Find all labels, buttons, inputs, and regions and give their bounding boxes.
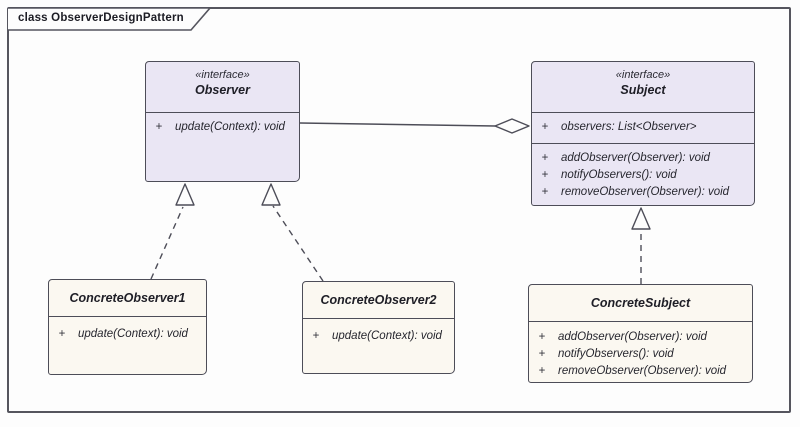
method-row: + update(Context): void bbox=[153, 119, 295, 136]
method-signature: notifyObservers(): void bbox=[558, 348, 674, 360]
class-name-concrete-observer1: ConcreteObserver1 bbox=[69, 291, 186, 305]
method-signature: update(Context): void bbox=[175, 121, 285, 133]
method-row: + notifyObservers(): void bbox=[536, 346, 748, 363]
methods-compartment: + update(Context): void bbox=[146, 113, 299, 136]
class-box-concrete-observer2: ConcreteObserver2 + update(Context): voi… bbox=[302, 281, 455, 374]
methods-compartment: + addObserver(Observer): void + notifyOb… bbox=[532, 144, 754, 201]
visibility-marker: + bbox=[538, 348, 546, 360]
methods-compartment: + addObserver(Observer): void + notifyOb… bbox=[529, 322, 752, 380]
class-box-observer: «interface» Observer + update(Context): … bbox=[145, 61, 300, 182]
method-row: + update(Context): void bbox=[310, 328, 450, 345]
visibility-marker: + bbox=[58, 328, 66, 340]
method-row: + removeObserver(Observer): void bbox=[539, 184, 750, 201]
method-signature: removeObserver(Observer): void bbox=[558, 365, 727, 377]
attribute-signature: observers: List<Observer> bbox=[561, 121, 697, 133]
stereotype-label: «interface» bbox=[195, 69, 250, 81]
method-row: + removeObserver(Observer): void bbox=[536, 363, 748, 380]
class-name-concrete-subject: ConcreteSubject bbox=[590, 296, 691, 310]
frame-title: class ObserverDesignPattern bbox=[18, 12, 184, 24]
visibility-marker: + bbox=[155, 121, 163, 133]
attributes-compartment: + observers: List<Observer> bbox=[532, 113, 754, 144]
class-name-observer: Observer bbox=[195, 83, 250, 97]
visibility-marker: + bbox=[538, 331, 546, 343]
class-box-concrete-observer1: ConcreteObserver1 + update(Context): voi… bbox=[48, 279, 207, 375]
method-signature: addObserver(Observer): void bbox=[561, 152, 710, 164]
method-signature: update(Context): void bbox=[332, 330, 442, 342]
methods-compartment: + update(Context): void bbox=[303, 319, 454, 345]
diagram-frame bbox=[7, 7, 791, 413]
class-box-subject: «interface» Subject + observers: List<Ob… bbox=[531, 61, 755, 206]
class-name-subject: Subject bbox=[620, 83, 666, 97]
class-header-subject: «interface» Subject bbox=[532, 62, 754, 113]
attribute-row: + observers: List<Observer> bbox=[539, 119, 750, 136]
visibility-marker: + bbox=[541, 121, 549, 133]
method-signature: addObserver(Observer): void bbox=[558, 331, 707, 343]
class-header-concrete-subject: ConcreteSubject bbox=[529, 285, 752, 322]
visibility-marker: + bbox=[538, 365, 546, 377]
visibility-marker: + bbox=[541, 186, 549, 198]
class-box-concrete-subject: ConcreteSubject + addObserver(Observer):… bbox=[528, 284, 753, 383]
stereotype-label: «interface» bbox=[615, 69, 671, 81]
method-row: + addObserver(Observer): void bbox=[539, 150, 750, 167]
methods-compartment: + update(Context): void bbox=[49, 317, 206, 343]
method-signature: notifyObservers(): void bbox=[561, 169, 677, 181]
method-row: + addObserver(Observer): void bbox=[536, 329, 748, 346]
method-row: + update(Context): void bbox=[56, 326, 202, 343]
visibility-marker: + bbox=[541, 169, 549, 181]
method-row: + notifyObservers(): void bbox=[539, 167, 750, 184]
method-signature: update(Context): void bbox=[78, 328, 188, 340]
class-header-concrete-observer2: ConcreteObserver2 bbox=[303, 282, 454, 319]
class-name-concrete-observer2: ConcreteObserver2 bbox=[320, 293, 437, 307]
method-signature: removeObserver(Observer): void bbox=[561, 186, 730, 198]
visibility-marker: + bbox=[541, 152, 549, 164]
visibility-marker: + bbox=[312, 330, 320, 342]
class-header-concrete-observer1: ConcreteObserver1 bbox=[49, 280, 206, 317]
class-header-observer: «interface» Observer bbox=[146, 62, 299, 113]
